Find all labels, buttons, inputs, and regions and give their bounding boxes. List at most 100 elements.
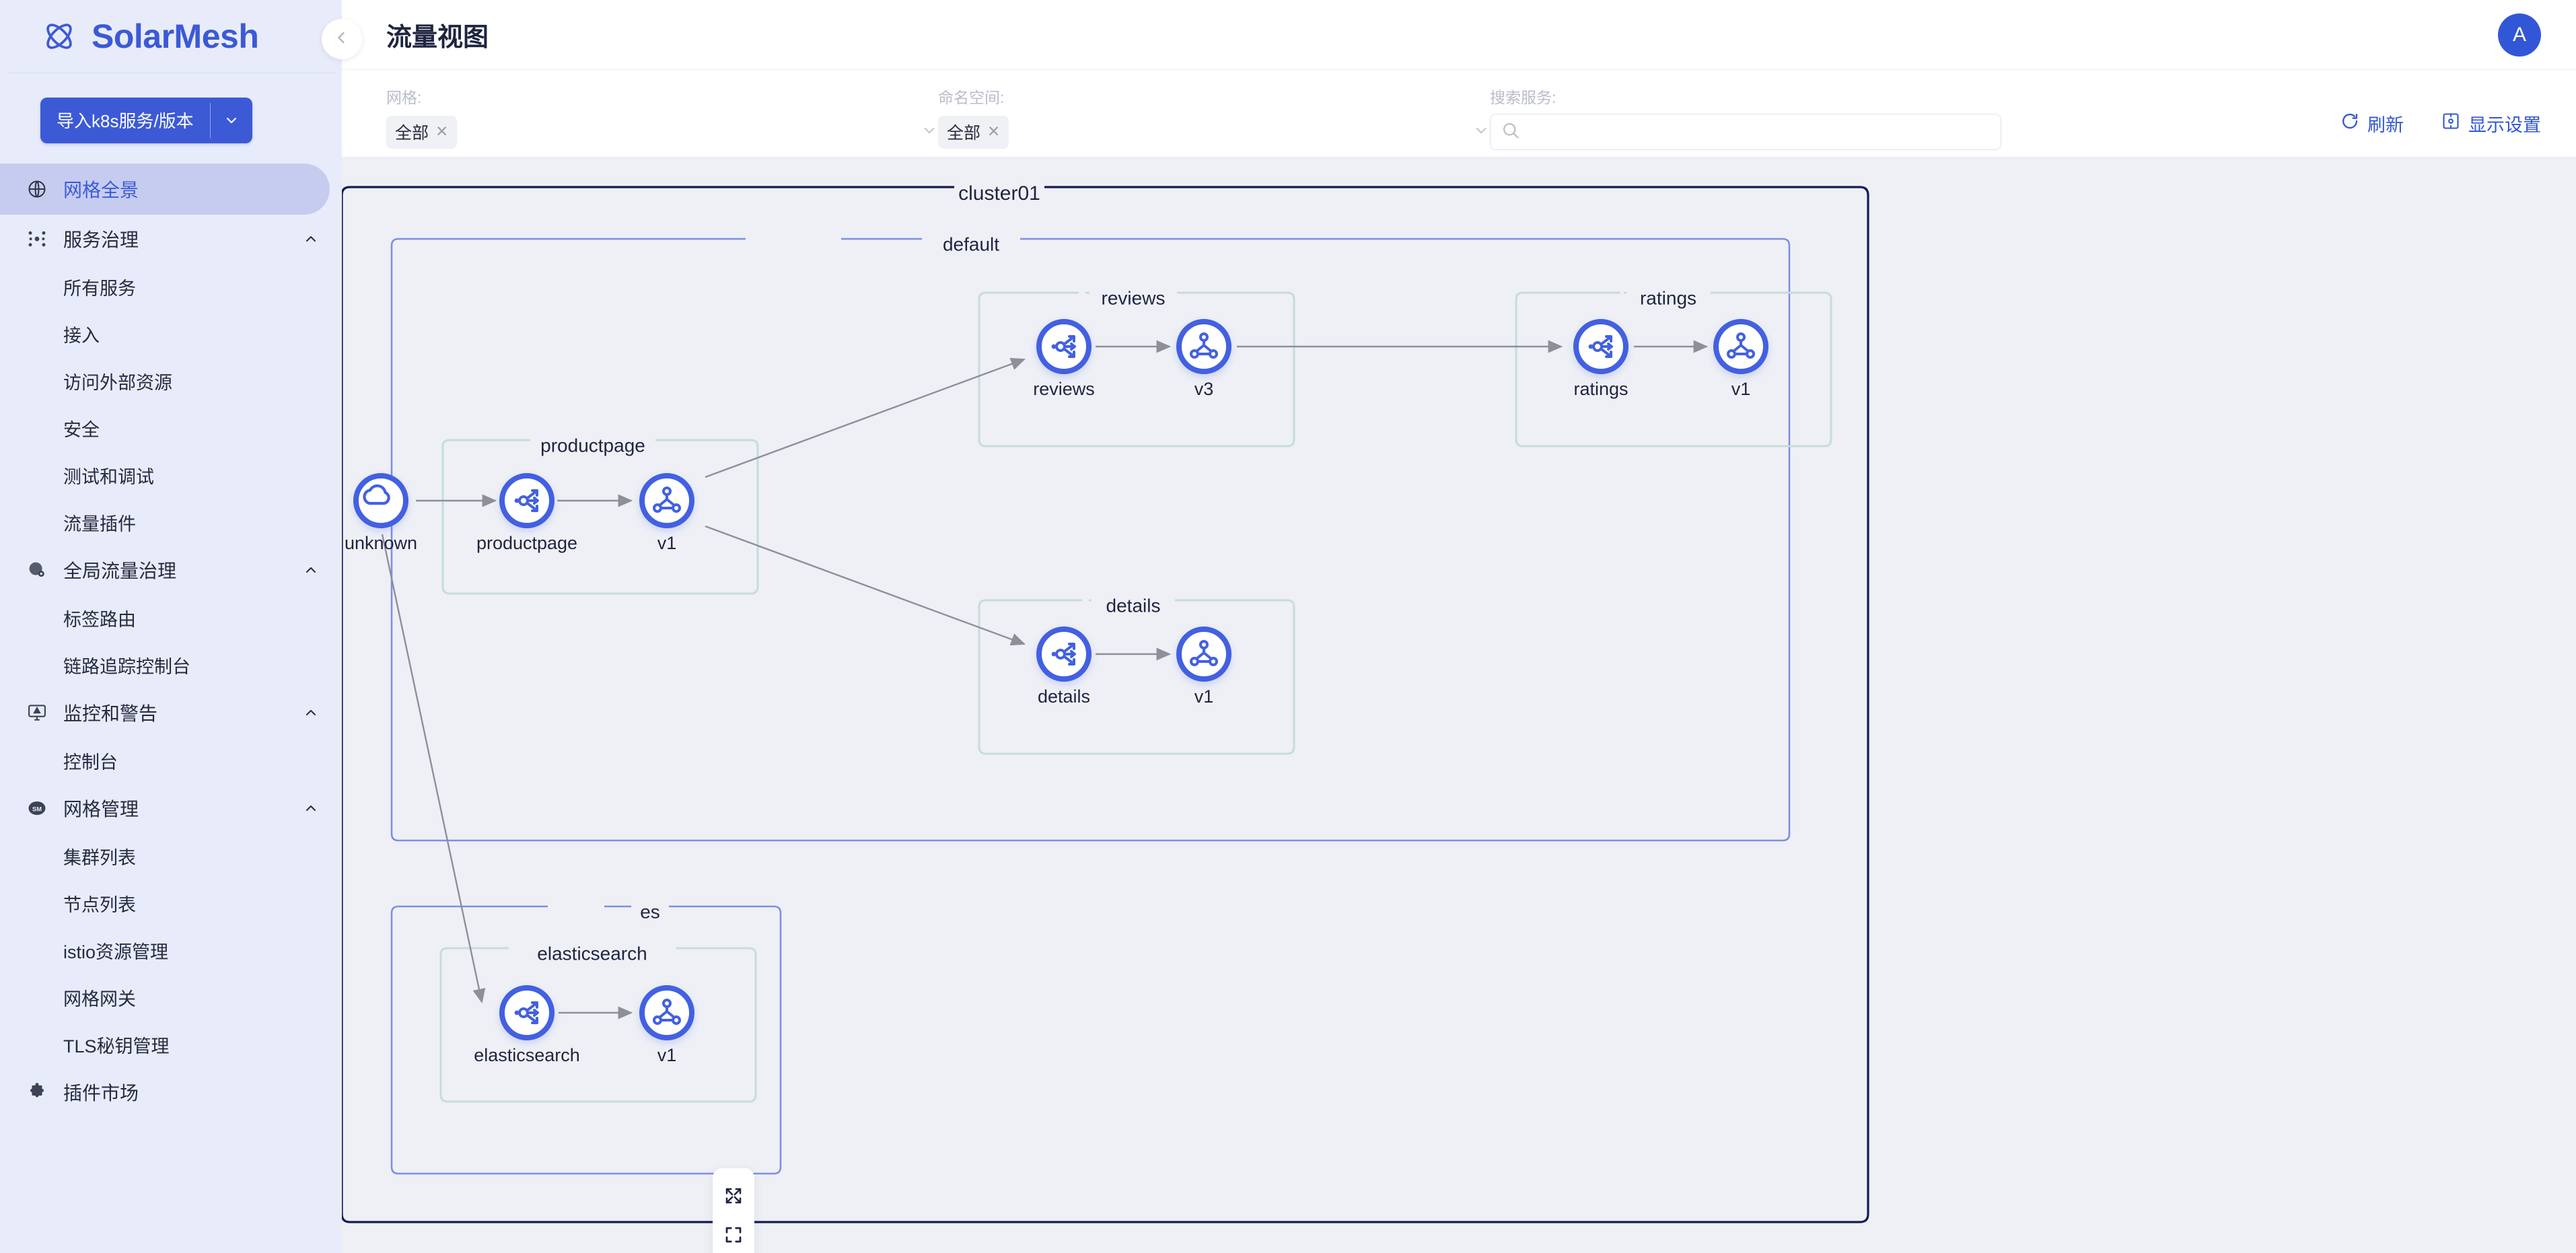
service-box-label: details <box>1106 595 1161 616</box>
graph-node-label: ratings <box>1573 379 1628 399</box>
chevron-up-icon[interactable] <box>303 231 319 247</box>
sidebar-group-global-traffic[interactable]: 全局流量治理 <box>0 546 342 594</box>
refresh-button[interactable]: 刷新 <box>2340 110 2404 137</box>
edge-unknown-elasticsearch[interactable] <box>381 534 486 1004</box>
avatar[interactable]: A <box>2498 13 2541 57</box>
service-box-details[interactable]: details <box>978 595 1295 755</box>
sidebar-item-cluster-list[interactable]: 集群列表 <box>0 832 342 880</box>
graph-node-details-service[interactable]: details <box>1036 626 1092 707</box>
sidebar: SolarMesh 导入k8s服务/版本 网格全景 <box>0 0 342 1253</box>
graph-node-unknown[interactable]: unknown <box>345 473 417 553</box>
namespace-box-es[interactable]: es <box>390 901 782 1175</box>
sidebar-item-mesh-overview[interactable]: 网格全景 <box>0 164 330 215</box>
sidebar-group-mesh-management[interactable]: SM 网格管理 <box>0 784 342 832</box>
service-box-ratings[interactable]: ratings <box>1515 287 1832 448</box>
namespace-tag-label: 全部 <box>947 123 981 143</box>
sidebar-item-ingress[interactable]: 接入 <box>0 310 342 357</box>
namespace-filter-label: 命名空间: <box>938 89 1005 106</box>
sidebar-group-monitoring-alerts[interactable]: 监控和警告 <box>0 688 342 737</box>
graph-node-label: unknown <box>345 533 417 553</box>
service-share-icon <box>1051 643 1076 666</box>
globe-gear-icon <box>27 560 54 580</box>
graph-node-label: elasticsearch <box>474 1045 580 1065</box>
graph-node-productpage-service[interactable]: productpage <box>476 473 577 553</box>
search-input[interactable] <box>1528 121 1990 143</box>
sidebar-item-test-debug[interactable]: 测试和调试 <box>0 452 342 499</box>
service-box-productpage[interactable]: productpage <box>441 435 759 595</box>
graph-node-details-v1[interactable]: v1 <box>1176 626 1231 707</box>
sidebar-item-tls-keys[interactable]: TLS秘钥管理 <box>0 1021 342 1068</box>
sidebar-collapse-button[interactable] <box>322 19 362 59</box>
sidebar-item-traffic-plugins[interactable]: 流量插件 <box>0 499 342 546</box>
brand[interactable]: SolarMesh <box>0 0 342 73</box>
namespace-select[interactable]: 全部 ✕ <box>938 114 1490 150</box>
cloud-icon <box>363 484 390 505</box>
graph-node-reviews-v3[interactable]: v3 <box>1176 319 1231 399</box>
sidebar-group-service-governance[interactable]: 服务治理 <box>0 215 342 263</box>
sidebar-item-label: 网格全景 <box>63 180 139 201</box>
namespace-box-default[interactable]: default <box>390 234 1791 842</box>
sidebar-item-mesh-gateway[interactable]: 网格网关 <box>0 974 342 1021</box>
search-icon <box>1501 121 1520 143</box>
sidebar-item-security[interactable]: 安全 <box>0 404 342 452</box>
display-settings-label: 显示设置 <box>2468 115 2541 135</box>
close-x-icon[interactable]: ✕ <box>987 122 1001 140</box>
graph-node-label: v1 <box>1194 686 1214 707</box>
chevron-down-icon[interactable] <box>1472 122 1490 143</box>
expand-arrows-icon[interactable] <box>717 1176 750 1215</box>
sidebar-item-external-resources[interactable]: 访问外部资源 <box>0 357 342 404</box>
chevron-up-icon[interactable] <box>303 705 319 721</box>
chevron-down-icon[interactable] <box>921 122 938 143</box>
sidebar-item-plugin-market[interactable]: 插件市场 <box>0 1068 342 1116</box>
sidebar-sub-label: 链路追踪控制台 <box>63 656 190 677</box>
import-k8s-service-button[interactable]: 导入k8s服务/版本 <box>40 98 252 143</box>
graph-node-elasticsearch-service[interactable]: elasticsearch <box>474 985 580 1065</box>
cluster-box-cluster01[interactable]: cluster01 <box>342 182 1869 1223</box>
chevron-up-icon[interactable] <box>303 800 319 816</box>
sidebar-item-istio-resources[interactable]: istio资源管理 <box>0 927 342 974</box>
puzzle-icon <box>27 1082 54 1102</box>
namespace-label: default <box>943 234 999 254</box>
traffic-graph-canvas[interactable]: cluster01 default es productpage <box>342 157 2576 1253</box>
graph-node-label: v3 <box>1194 379 1214 399</box>
sidebar-item-node-list[interactable]: 节点列表 <box>0 880 342 927</box>
top-bar: 流量视图 A <box>322 0 2576 70</box>
graph-node-productpage-v1[interactable]: v1 <box>639 473 694 553</box>
sidebar-item-label-routing[interactable]: 标签路由 <box>0 594 342 641</box>
version-hierarchy-icon <box>1727 332 1755 359</box>
graph-node-elasticsearch-v1[interactable]: v1 <box>639 985 694 1065</box>
graph-node-reviews-service[interactable]: reviews <box>1033 319 1095 399</box>
service-share-icon <box>1051 335 1076 358</box>
sidebar-item-all-services[interactable]: 所有服务 <box>0 263 342 310</box>
sidebar-item-console[interactable]: 控制台 <box>0 737 342 784</box>
graph-node-ratings-v1[interactable]: v1 <box>1713 319 1768 399</box>
graph-node-label: v1 <box>657 1045 677 1065</box>
sidebar-sub-label: 控制台 <box>63 752 118 773</box>
mesh-select[interactable]: 全部 ✕ <box>386 114 938 150</box>
monitor-alert-icon <box>27 703 54 723</box>
filter-bar: 网格: 全部 ✕ 命名空间: 全部 ✕ <box>342 70 2576 157</box>
sidebar-group-label: 网格管理 <box>63 799 139 820</box>
chevron-up-icon[interactable] <box>303 562 319 578</box>
chevron-down-icon[interactable] <box>211 98 252 143</box>
graph-node-ratings-service[interactable]: ratings <box>1573 319 1629 399</box>
mesh-dots-icon <box>27 229 54 249</box>
fit-screen-icon[interactable] <box>717 1215 750 1253</box>
namespace-selected-tag[interactable]: 全部 ✕ <box>938 115 1009 149</box>
close-x-icon[interactable]: ✕ <box>435 122 449 140</box>
sidebar-sub-label: 标签路由 <box>63 609 136 630</box>
edge-v1-reviews[interactable] <box>705 357 1026 478</box>
edge-v1-details[interactable] <box>705 525 1026 646</box>
sidebar-sub-label: 集群列表 <box>63 847 136 868</box>
sidebar-sub-label: 所有服务 <box>63 278 136 299</box>
globe-icon <box>27 179 54 199</box>
service-box-elasticsearch[interactable]: elasticsearch <box>439 943 757 1103</box>
mesh-selected-tag[interactable]: 全部 ✕ <box>386 115 458 149</box>
sidebar-sub-label: istio资源管理 <box>63 941 169 962</box>
display-settings-button[interactable]: 显示设置 <box>2441 110 2541 137</box>
search-box[interactable] <box>1490 114 2001 150</box>
service-box-reviews[interactable]: reviews <box>978 287 1295 448</box>
chevron-left-icon <box>332 28 351 50</box>
graph-node-label: v1 <box>1731 379 1751 399</box>
sidebar-item-trace-console[interactable]: 链路追踪控制台 <box>0 641 342 688</box>
